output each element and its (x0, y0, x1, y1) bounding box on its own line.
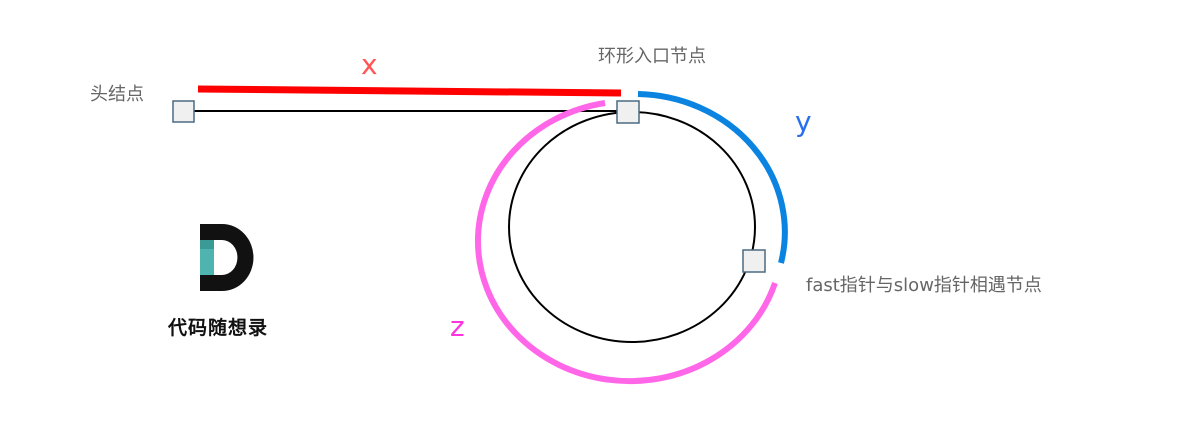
y-label: y (795, 105, 812, 138)
segment-x (197, 85, 622, 97)
entry-node (616, 100, 640, 124)
z-label: z (450, 310, 465, 343)
segment-z (474, 100, 778, 385)
meet-node-label: fast指针与slow指针相遇节点 (806, 275, 1042, 296)
segment-y (637, 91, 788, 264)
logo-icon (200, 224, 254, 291)
entry-node-label: 环形入口节点 (598, 46, 706, 67)
head-node-label: 头结点 (90, 84, 144, 105)
logo-text: 代码随想录 (168, 317, 269, 339)
head-node (172, 100, 195, 123)
cycle-ring (508, 111, 756, 343)
x-label: x (361, 48, 378, 81)
meet-node (742, 249, 766, 273)
